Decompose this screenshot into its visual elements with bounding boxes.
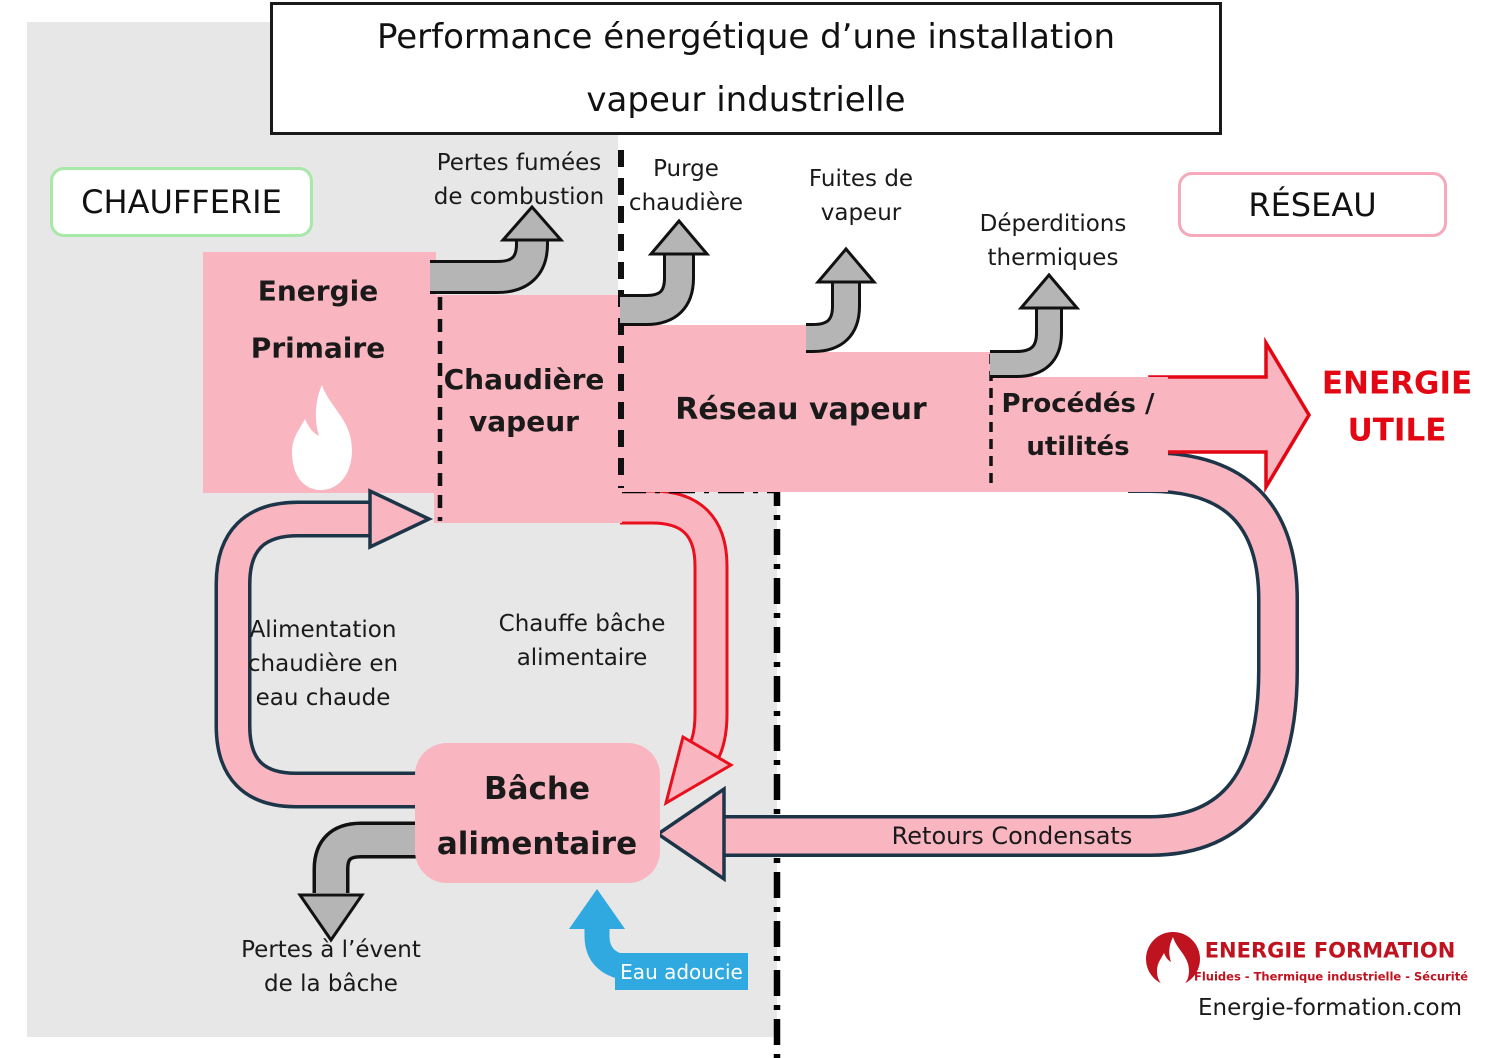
- bache-alimentaire-box: [415, 743, 660, 883]
- bache-alimentaire-label: Bâche alimentaire: [436, 771, 638, 862]
- retours-condensats-band: [725, 454, 1296, 854]
- eau-adoucie-arrowhead-icon: [569, 889, 625, 929]
- energie-utile-label: ENERGIE UTILE: [1321, 365, 1473, 449]
- pertes-event-label: Pertes à l’évent de la bâche: [241, 936, 421, 997]
- brand-flame-icon: [1157, 937, 1189, 989]
- retours-condensats-band-outline: [725, 451, 1299, 857]
- alimentation-arrowhead-icon: [368, 488, 434, 550]
- pertes-fumees-arrowhead-icon: [499, 204, 565, 242]
- zone-label-chaufferie: CHAUFFERIE: [50, 167, 313, 237]
- retours-condensats-label: Retours Condensats: [891, 822, 1133, 851]
- chauffe-bache-label: Chauffe bâche alimentaire: [498, 610, 666, 671]
- eau-adoucie-label: Eau adoucie: [615, 953, 748, 990]
- reseau-label: RÉSEAU: [1248, 185, 1377, 224]
- deperditions-thermiques-label: Déperditions thermiques: [979, 210, 1127, 271]
- procedes-utilites-label: Procédés / utilités: [1001, 389, 1155, 462]
- alimentation-loop-band: [218, 504, 421, 805]
- alimentation-label: Alimentation chaudière en eau chaude: [247, 616, 399, 712]
- brand-name: ENERGIE FORMATION: [1204, 938, 1456, 963]
- page-title: Performance énergétique d’une installati…: [376, 16, 1116, 120]
- chaudiere-vapeur-label: Chaudière vapeur: [443, 363, 605, 438]
- energie-utile-arrow: [1148, 336, 1312, 494]
- chauffe-bache-arrowhead-icon: [663, 734, 734, 807]
- diagram-title-box: Performance énergétique d’une installati…: [270, 2, 1222, 135]
- loss-arrows: [297, 204, 1081, 943]
- reseau-vapeur-block: [620, 325, 807, 492]
- brand-tagline: Fluides - Thermique industrielle - Sécur…: [1194, 969, 1468, 984]
- retours-condensats-arrowhead-icon: [654, 785, 726, 883]
- fuites-vapeur-label: Fuites de vapeur: [808, 165, 914, 226]
- deperditions-arrowhead-icon: [1017, 272, 1081, 310]
- purge-chaudiere-label: Purge chaudière: [628, 155, 744, 216]
- chaufferie-label: CHAUFFERIE: [81, 183, 282, 221]
- reseau-vapeur-block-2: [806, 352, 991, 492]
- energie-primaire-label: Energie Primaire: [250, 274, 386, 365]
- zone-label-reseau: RÉSEAU: [1178, 172, 1447, 237]
- flame-icon: [292, 385, 352, 490]
- chaudiere-vapeur-block: [434, 295, 622, 523]
- fuites-arrowhead-icon: [814, 246, 878, 284]
- brand-website: Energie-formation.com: [1198, 994, 1462, 1021]
- procedes-block-right: [1032, 377, 1168, 492]
- pertes-fumees-label: Pertes fumées de combustion: [433, 149, 605, 210]
- pertes-event-arrowhead-icon: [297, 893, 365, 943]
- reseau-vapeur-label: Réseau vapeur: [675, 391, 927, 427]
- purge-arrowhead-icon: [647, 218, 711, 256]
